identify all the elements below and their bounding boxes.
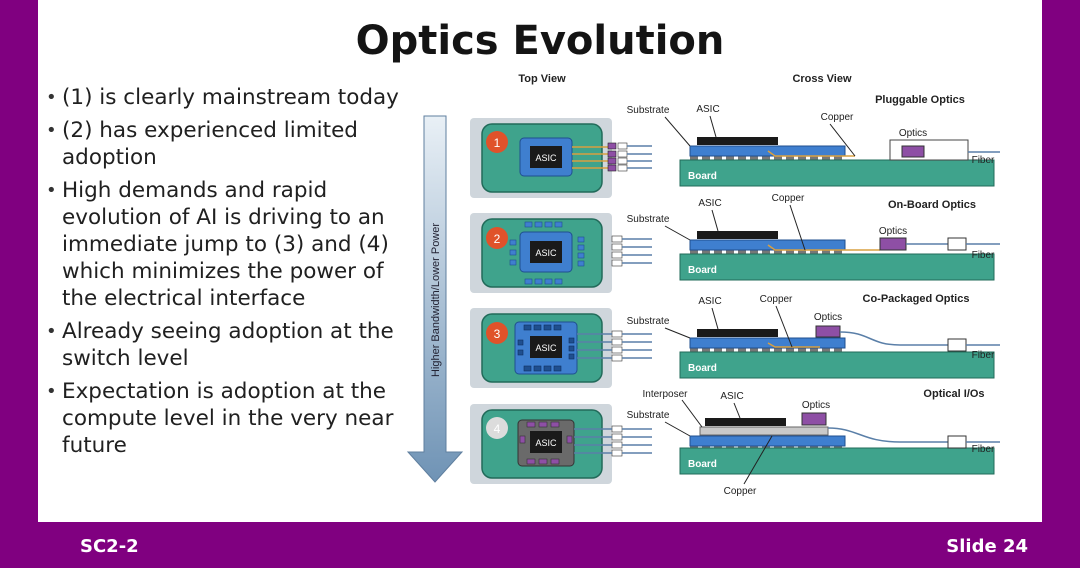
down-arrow-icon xyxy=(406,115,464,483)
slide-footer: SC2-2 Slide 24 xyxy=(0,522,1080,568)
arrow-label: Higher Bandwidth/Lower Power xyxy=(430,223,442,377)
asic-chip xyxy=(530,336,562,358)
cross-view-label: Cross View xyxy=(792,73,852,85)
footer-session-id: SC2-2 xyxy=(80,536,139,557)
fiber-connector xyxy=(947,435,967,449)
asic-chip-label: ASIC xyxy=(535,153,557,163)
asic-chip xyxy=(530,146,562,168)
row-number-badge xyxy=(486,227,508,249)
row-pluggable-optics: ASIC 1 Pluggable Optics Board Substrate xyxy=(470,94,1000,198)
row-title: Co-Packaged Optics xyxy=(863,293,970,305)
board-label: Board xyxy=(688,363,717,374)
fiber-label: Fiber xyxy=(972,444,995,455)
fiber-label: Fiber xyxy=(972,350,995,361)
bullet-item: (1) is clearly mainstream today xyxy=(44,84,402,111)
row-title: On-Board Optics xyxy=(888,199,976,211)
board-layer xyxy=(679,351,995,379)
copper-label: Copper xyxy=(724,486,757,497)
interposer-label: Interposer xyxy=(642,389,688,400)
optics-block xyxy=(879,237,907,251)
asic-chip-label: ASIC xyxy=(535,343,557,353)
asic-label: ASIC xyxy=(698,198,721,209)
asic-layer xyxy=(697,137,778,145)
footer-slide-number: Slide 24 xyxy=(946,536,1028,557)
copper-label: Copper xyxy=(772,193,805,204)
row-optical-ios: ASIC 4 Optical I/Os Board Interposer Sub… xyxy=(470,388,1000,497)
fiber-connector xyxy=(947,237,967,251)
fiber-label: Fiber xyxy=(972,155,995,166)
substrate-layer xyxy=(689,145,846,157)
optics-label: Optics xyxy=(814,312,842,323)
substrate-label: Substrate xyxy=(627,105,670,116)
row-number: 2 xyxy=(494,232,501,246)
asic-layer xyxy=(697,329,778,337)
board-label: Board xyxy=(688,171,717,182)
fiber-label: Fiber xyxy=(972,250,995,261)
copper-label: Copper xyxy=(760,294,793,305)
substrate-layer xyxy=(689,239,846,251)
asic-chip xyxy=(530,241,562,263)
row-number-badge xyxy=(486,322,508,344)
top-view-label: Top View xyxy=(518,73,566,85)
interposer-layer xyxy=(699,426,829,436)
board-label: Board xyxy=(688,265,717,276)
row-co-packaged-optics: ASIC 3 Co-Packaged Optics Board Substrat… xyxy=(470,293,1000,388)
optics-block xyxy=(815,325,841,338)
bullet-item: High demands and rapid evolution of AI i… xyxy=(44,177,402,312)
asic-chip-label: ASIC xyxy=(535,438,557,448)
optics-label: Optics xyxy=(879,226,907,237)
substrate-label: Substrate xyxy=(627,410,670,421)
asic-label: ASIC xyxy=(720,391,743,402)
row-number: 4 xyxy=(494,422,501,436)
asic-label: ASIC xyxy=(698,296,721,307)
bullet-item: Expectation is adoption at the compute l… xyxy=(44,378,402,459)
row-number: 3 xyxy=(494,327,501,341)
row-number-badge xyxy=(486,417,508,439)
board-layer xyxy=(679,253,995,281)
optics-block xyxy=(801,412,827,426)
asic-layer xyxy=(705,418,786,426)
asic-layer xyxy=(697,231,778,239)
bullet-item: (2) has experienced limited adoption xyxy=(44,117,402,171)
substrate-layer xyxy=(689,435,846,447)
optics-label: Optics xyxy=(899,128,927,139)
asic-label: ASIC xyxy=(696,104,719,115)
substrate-layer xyxy=(689,337,846,349)
optics-label: Optics xyxy=(802,400,830,411)
row-title: Pluggable Optics xyxy=(875,94,965,106)
asic-chip-label: ASIC xyxy=(535,248,557,258)
board-layer xyxy=(679,159,995,187)
copper-label: Copper xyxy=(821,112,854,123)
board-layer xyxy=(679,447,995,475)
bullet-list: (1) is clearly mainstream today (2) has … xyxy=(44,84,402,465)
substrate-label: Substrate xyxy=(627,316,670,327)
fiber-connector xyxy=(947,338,967,352)
row-on-board-optics: ASIC 2 On-Board Optics Board Substrate A… xyxy=(470,193,1000,293)
optics-block xyxy=(901,145,925,158)
row-number: 1 xyxy=(494,136,501,150)
board-label: Board xyxy=(688,459,717,470)
substrate-label: Substrate xyxy=(627,214,670,225)
row-number-badge xyxy=(486,131,508,153)
bullet-item: Already seeing adoption at the switch le… xyxy=(44,318,402,372)
row-title: Optical I/Os xyxy=(923,388,984,400)
slide-title: Optics Evolution xyxy=(355,18,725,64)
asic-chip xyxy=(530,431,562,453)
